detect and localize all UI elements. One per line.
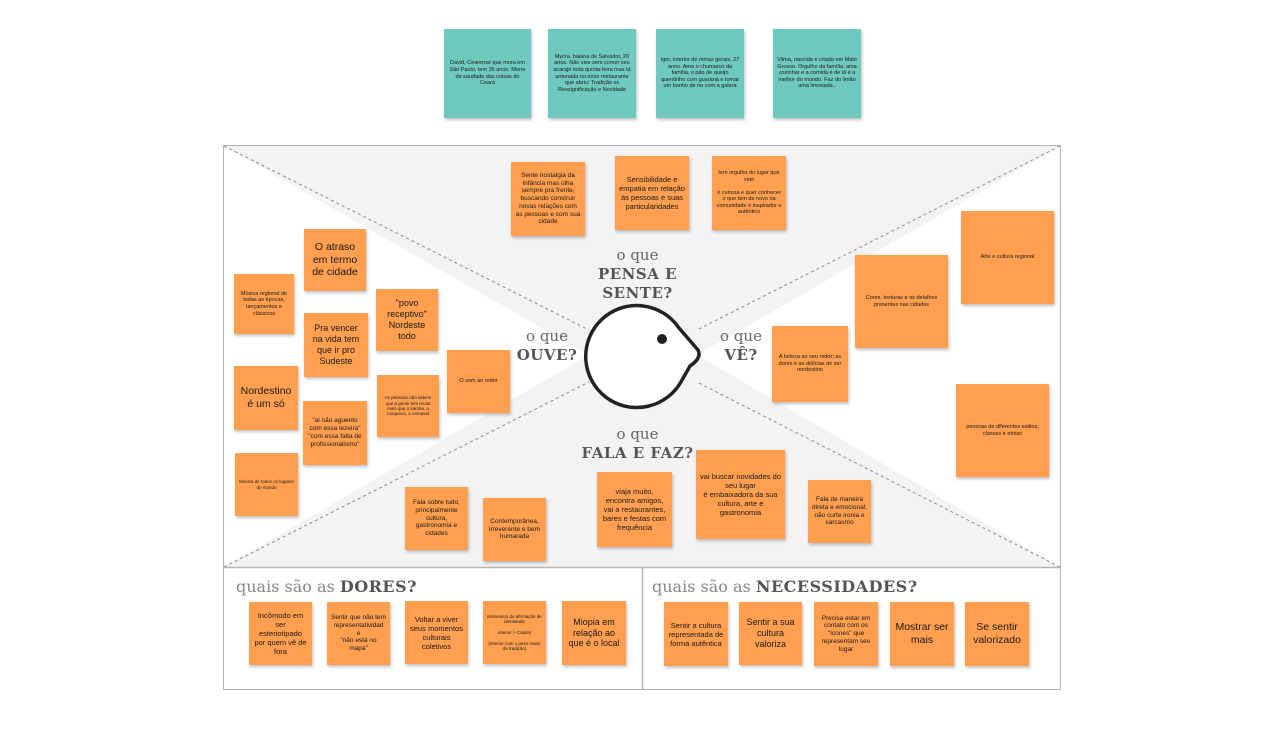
- ve-note-cores-texturas[interactable]: Cores, texturas e os detalhes presentes …: [855, 255, 948, 348]
- pensa-note-nostalgia[interactable]: Sente nostalgia da infância mas olha sem…: [511, 162, 585, 236]
- ouve-note-pessoas-nao-sabem[interactable]: As pessoas não sabem que a gente tem mui…: [377, 375, 439, 437]
- dores-note-esteriotipado[interactable]: Incômodo em ser esteriotipado por quem v…: [249, 602, 312, 665]
- pensa-sente-label: o que PENSA E SENTE?: [597, 246, 678, 302]
- dores-title: quais são as DORES?: [236, 577, 418, 596]
- necessidades-note-autentica[interactable]: Sentir a cultura representada de forma a…: [664, 602, 728, 666]
- ve-note-arte-cultura[interactable]: Arte e cultura regional: [961, 211, 1054, 304]
- fala-note-viaja-muito[interactable]: viaja muito, encontra amigos, vai a rest…: [597, 472, 672, 547]
- dores-note-afirmacao[interactable]: Momentos de afirmação de identidade inte…: [483, 601, 546, 664]
- necessidades-note-mostrar-mais[interactable]: Mostrar ser mais: [890, 602, 954, 666]
- fala-note-vai-buscar[interactable]: vai buscar novidades do seu lugar é emba…: [696, 450, 785, 539]
- ve-label: o que VÊ?: [720, 327, 762, 364]
- ouve-note-musica-regional[interactable]: Música regional de todas as épocas, lanç…: [234, 274, 294, 334]
- persona-note-vilma[interactable]: Vilma, nascida e criada em Mato Grosso. …: [773, 29, 861, 118]
- ouve-note-musica-mundo[interactable]: Música de todos os lugares do mundo: [235, 453, 298, 516]
- diagonal-top-left: [223, 145, 590, 331]
- necessidades-note-valorizado[interactable]: Se sentir valorizado: [965, 602, 1029, 666]
- ouve-note-vencer-sudeste[interactable]: Pra vencer na vida tem que ir pro Sudest…: [304, 313, 368, 377]
- fala-faz-label: o que FALA E FAZ?: [581, 425, 694, 462]
- ouve-note-som-ao-redor[interactable]: O som ao redor: [447, 350, 510, 413]
- face-icon: [583, 303, 701, 410]
- necessidades-title: quais são as NECESSIDADES?: [652, 577, 918, 596]
- persona-note-igor[interactable]: Igor, interior de minas gerais, 27 anos.…: [656, 29, 744, 118]
- dores-note-momentos-culturais[interactable]: Voltar a viver seus momentos culturais c…: [405, 601, 468, 664]
- necessidades-note-icones[interactable]: Precisa estar em contato com os "ícones"…: [814, 602, 878, 666]
- diagonal-bottom-left: [223, 381, 590, 568]
- persona-note-mycra[interactable]: Mycra, baiana de Salvador, 20 anos. Não …: [548, 29, 636, 118]
- diagonal-top-right: [696, 145, 1061, 331]
- pensa-note-orgulho[interactable]: tem orgulho do lugar que veio é curiosa …: [712, 156, 786, 230]
- fala-note-fala-sobre-tudo[interactable]: Fala sobre tudo, principalmente cultura,…: [405, 487, 468, 550]
- ve-note-beleza[interactable]: A beleza ao seu redor; as dores e as del…: [772, 326, 848, 402]
- ve-note-pessoas-diferentes[interactable]: pessoas de diferentes estilos, classes e…: [956, 384, 1049, 477]
- persona-note-david[interactable]: David, Cearense que mora em São Paulo, t…: [444, 29, 531, 118]
- fala-note-contemporanea[interactable]: Contemporânea, irreverente e bem humarad…: [483, 498, 546, 561]
- diagonal-bottom-right: [696, 381, 1061, 568]
- ouve-note-atraso[interactable]: O atraso em termo de cidade: [304, 229, 366, 291]
- dores-note-representatividade[interactable]: Sentir que não tem representatividad e "…: [327, 602, 390, 665]
- dores-note-miopia[interactable]: Miopia em relação ao que é o local: [562, 601, 626, 665]
- ouve-label: o que OUVE?: [516, 327, 578, 364]
- ouve-note-povo-receptivo[interactable]: "povo receptivo" Nordeste todo: [376, 289, 438, 351]
- ouve-note-nordestino[interactable]: Nordestino é um só: [234, 366, 298, 430]
- pensa-note-sensibilidade[interactable]: Sensibilidade e empatia em relação às pe…: [615, 156, 689, 230]
- ouve-note-lezeira[interactable]: "ai não aguento com essa lezeira" "com e…: [303, 401, 367, 465]
- necessidades-note-valoriza[interactable]: Sentir a sua cultura valoriza: [739, 602, 802, 665]
- fala-note-maneira-direta[interactable]: Fala de maneira direta e emocional, não …: [808, 480, 871, 543]
